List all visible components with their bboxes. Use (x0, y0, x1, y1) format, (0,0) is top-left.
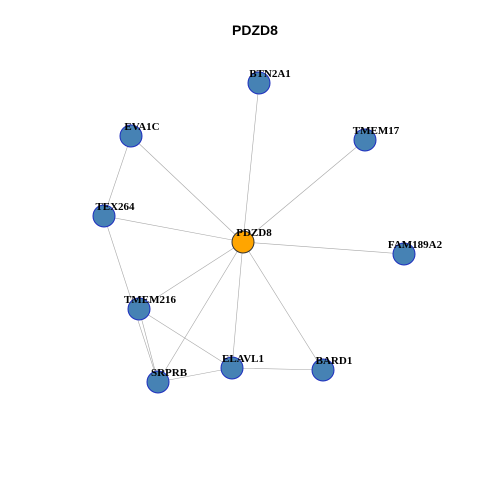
node-circle-eva1c[interactable] (119, 124, 143, 148)
node-elavl1[interactable]: ELAVL1 (220, 353, 264, 380)
edge-pdzd8-srprb (157, 241, 244, 383)
edge-pdzd8-bard1 (242, 241, 324, 371)
edge-pdzd8-tmem17 (242, 139, 366, 243)
node-tex264[interactable]: TEX264 (92, 201, 135, 228)
node-eva1c[interactable]: EVA1C (119, 121, 160, 148)
edge-pdzd8-tex264 (103, 215, 244, 243)
node-circle-tmem216[interactable] (127, 297, 151, 321)
node-pdzd8[interactable]: PDZD8 (231, 227, 272, 254)
edge-eva1c-tex264 (103, 135, 132, 217)
node-label-elavl1: ELAVL1 (222, 353, 264, 365)
node-label-fam189a2: FAM189A2 (388, 239, 443, 251)
node-circle-tmem17[interactable] (353, 128, 377, 152)
node-tmem17[interactable]: TMEM17 (353, 125, 400, 152)
edge-pdzd8-elavl1 (231, 241, 244, 369)
node-tmem216[interactable]: TMEM216 (124, 294, 176, 321)
edge-pdzd8-eva1c (130, 135, 244, 243)
node-label-tex264: TEX264 (95, 201, 135, 213)
node-circle-tex264[interactable] (92, 204, 116, 228)
node-circle-pdzd8[interactable] (231, 230, 255, 254)
edge-srprb-elavl1 (157, 367, 233, 383)
node-circle-fam189a2[interactable] (392, 242, 416, 266)
node-label-pdzd8: PDZD8 (236, 227, 272, 239)
node-circle-bard1[interactable] (311, 358, 335, 382)
edge-tmem216-elavl1 (138, 308, 233, 369)
edge-elavl1-bard1 (231, 367, 324, 371)
edges-layer (103, 82, 405, 383)
node-circle-btn2a1[interactable] (247, 71, 271, 95)
node-label-btn2a1: BTN2A1 (249, 68, 291, 80)
node-btn2a1[interactable]: BTN2A1 (247, 68, 291, 95)
edge-pdzd8-fam189a2 (242, 241, 405, 255)
node-label-bard1: BARD1 (316, 355, 353, 367)
edge-tmem216-srprb (138, 308, 159, 383)
node-bard1[interactable]: BARD1 (311, 355, 353, 382)
node-circle-elavl1[interactable] (220, 356, 244, 380)
node-label-tmem17: TMEM17 (353, 125, 400, 137)
node-srprb[interactable]: SRPRB (146, 367, 188, 394)
node-fam189a2[interactable]: FAM189A2 (388, 239, 443, 266)
node-label-srprb: SRPRB (151, 367, 188, 379)
edge-pdzd8-btn2a1 (242, 82, 260, 243)
node-circle-srprb[interactable] (146, 370, 170, 394)
node-label-eva1c: EVA1C (124, 121, 159, 133)
node-label-tmem216: TMEM216 (124, 294, 176, 306)
edge-pdzd8-tmem216 (138, 241, 244, 310)
edge-tex264-srprb (103, 215, 159, 383)
diagram-title: PDZD8 (232, 22, 278, 38)
